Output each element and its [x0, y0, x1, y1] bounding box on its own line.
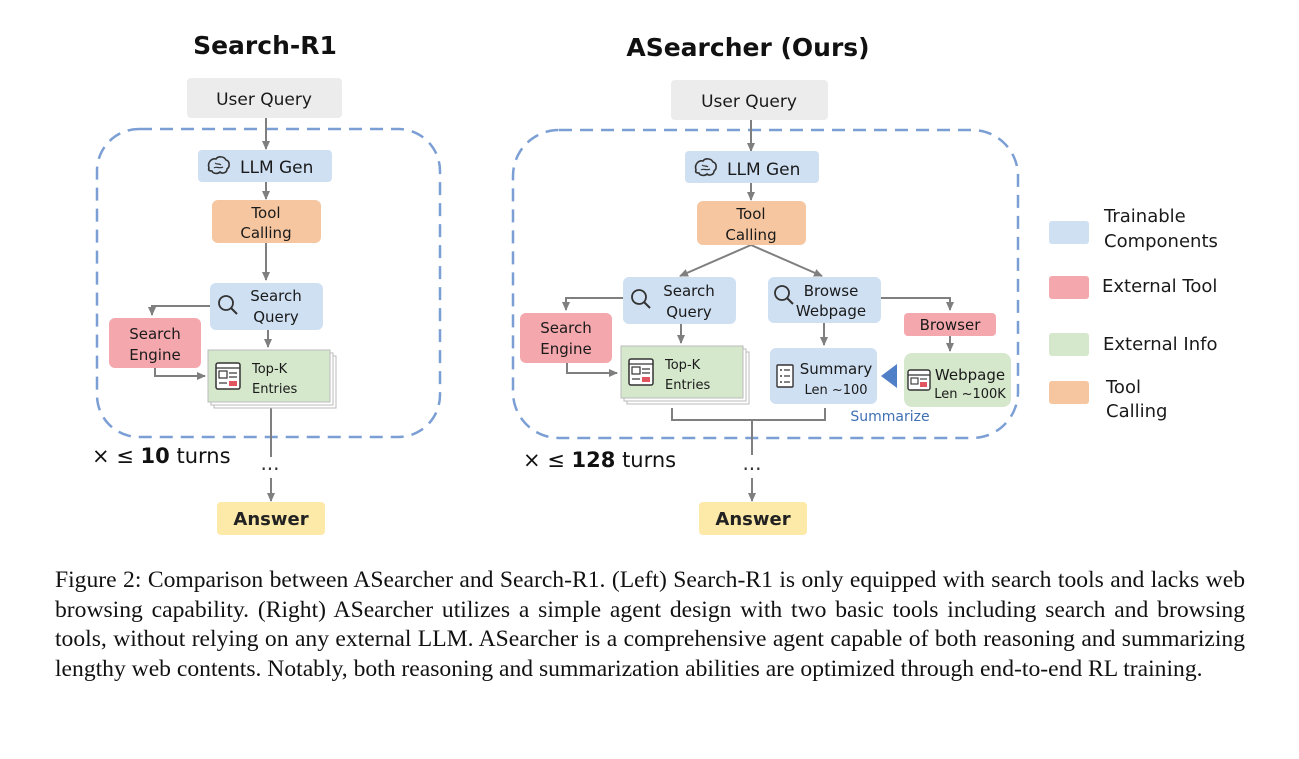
brain-icon — [694, 158, 717, 177]
search-query-node: Search Query — [210, 283, 323, 330]
asearcher-panel: ASearcher (Ours) User Query LLM Gen — [511, 33, 1020, 535]
svg-text:External Tool: External Tool — [1102, 276, 1217, 297]
svg-text:Query: Query — [666, 303, 712, 321]
svg-text:Tool: Tool — [250, 204, 280, 222]
svg-text:Webpage: Webpage — [796, 302, 866, 320]
svg-text:Calling: Calling — [240, 224, 291, 242]
svg-text:Answer: Answer — [233, 509, 308, 530]
svg-text:Entries: Entries — [252, 382, 298, 397]
search-engine-node: Search Engine — [520, 313, 612, 363]
asearcher-turn-limit: × ≤ 128 turns — [523, 448, 676, 472]
search-r1-title: Search-R1 — [193, 31, 337, 60]
svg-text:Search: Search — [540, 319, 592, 337]
triangle-arrow-icon — [881, 364, 897, 388]
browse-webpage-node: Browse Webpage — [768, 277, 881, 323]
summary-node: Summary Len ~100 — [770, 348, 877, 404]
answer-node: Answer — [217, 502, 325, 535]
search-r1-ellipsis: ... — [260, 451, 279, 475]
answer-node: Answer — [699, 502, 807, 535]
webpage-icon — [907, 369, 931, 391]
magnifier-icon — [631, 289, 651, 309]
legend-trainable: Trainable Components — [1049, 206, 1218, 252]
svg-text:Top-K: Top-K — [251, 362, 288, 377]
webpage-node: Webpage Len ~100K — [904, 353, 1011, 407]
search-query-node: Search Query — [623, 277, 736, 324]
svg-text:Summary: Summary — [800, 360, 873, 378]
svg-text:Browse: Browse — [804, 282, 859, 300]
legend-tool-calling: Tool Calling — [1049, 377, 1167, 422]
tool-calling-node: Tool Calling — [697, 201, 806, 245]
svg-text:Trainable: Trainable — [1103, 206, 1186, 227]
llm-gen-node: LLM Gen — [685, 151, 819, 183]
figure-caption: Figure 2: Comparison between ASearcher a… — [55, 567, 1245, 682]
legend-external-info: External Info — [1049, 333, 1217, 356]
svg-text:Len ~100K: Len ~100K — [934, 387, 1006, 402]
magnifier-icon — [774, 285, 794, 305]
svg-text:Len ~100: Len ~100 — [804, 383, 867, 398]
asearcher-loop-container — [511, 128, 1020, 440]
svg-text:Browser: Browser — [920, 316, 982, 334]
magnifier-icon — [218, 295, 238, 315]
asearcher-title: ASearcher (Ours) — [626, 33, 869, 62]
svg-text:Search: Search — [663, 282, 715, 300]
svg-text:Engine: Engine — [540, 340, 591, 358]
svg-text:Query: Query — [253, 308, 299, 326]
svg-text:Tool: Tool — [735, 205, 765, 223]
search-engine-node: Search Engine — [109, 318, 201, 368]
summarize-label: Summarize — [850, 409, 929, 425]
brain-icon — [207, 156, 230, 175]
svg-text:User Query: User Query — [216, 90, 312, 110]
llm-gen-node: LLM Gen — [198, 150, 332, 182]
svg-text:Calling: Calling — [725, 226, 776, 244]
legend-external-tool: External Tool — [1049, 276, 1217, 299]
top-k-entries-node: Top-K Entries — [207, 349, 337, 409]
svg-text:Tool: Tool — [1105, 377, 1141, 398]
top-k-entries-node: Top-K Entries — [620, 345, 750, 405]
checklist-icon — [776, 364, 794, 388]
search-r1-loop-container — [95, 127, 442, 439]
svg-text:Calling: Calling — [1106, 401, 1167, 422]
search-r1-turn-limit: × ≤ 10 turns — [92, 444, 231, 468]
svg-text:LLM Gen: LLM Gen — [240, 158, 313, 178]
search-r1-panel: Search-R1 User Query LLM Gen — [92, 31, 442, 535]
tool-calling-node: Tool Calling — [212, 200, 321, 243]
user-query-node: User Query — [187, 78, 342, 118]
svg-text:Top-K: Top-K — [664, 358, 701, 373]
user-query-node: User Query — [671, 80, 828, 120]
svg-text:LLM Gen: LLM Gen — [727, 160, 800, 180]
asearcher-ellipsis: ... — [742, 451, 761, 475]
svg-text:Answer: Answer — [715, 509, 790, 530]
svg-text:Engine: Engine — [129, 346, 180, 364]
diagram: Search-R1 User Query LLM Gen — [92, 31, 1218, 535]
svg-text:Search: Search — [129, 325, 181, 343]
svg-text:Entries: Entries — [665, 378, 711, 393]
svg-text:User Query: User Query — [701, 92, 797, 112]
document-list-icon — [628, 358, 654, 386]
document-list-icon — [215, 362, 241, 390]
browser-node: Browser — [904, 313, 996, 336]
svg-text:Search: Search — [250, 287, 302, 305]
svg-text:Webpage: Webpage — [935, 366, 1005, 384]
svg-text:Components: Components — [1104, 231, 1218, 252]
legend: Trainable Components External Tool Exter… — [1049, 206, 1218, 422]
svg-text:External Info: External Info — [1103, 334, 1217, 355]
